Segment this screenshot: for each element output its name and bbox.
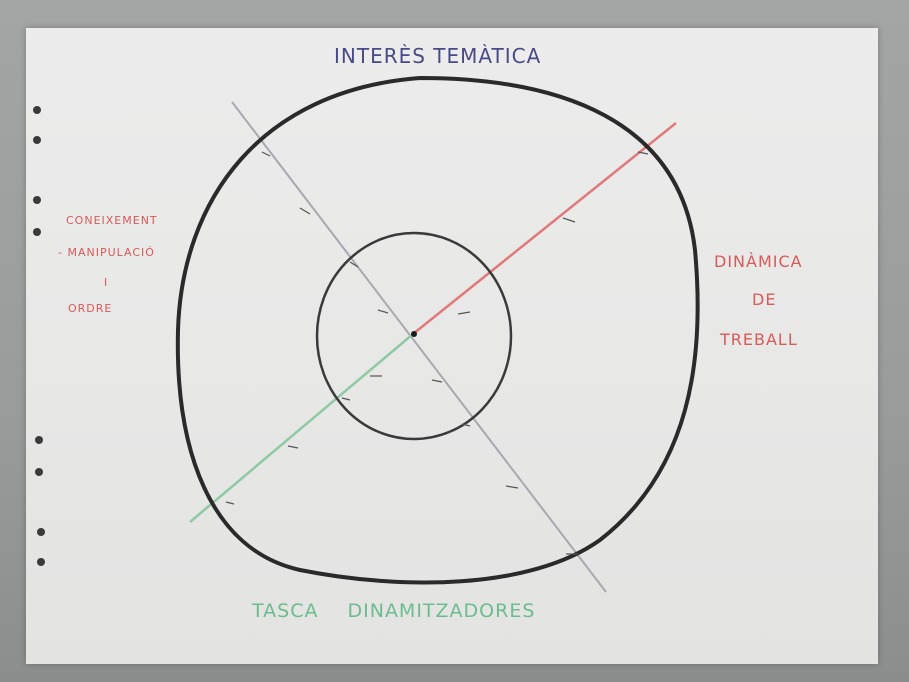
left-label-line2: - MANIPULACIÓ <box>58 246 155 259</box>
outer-circle <box>178 78 698 582</box>
left-label-line1: CONEIXEMENT <box>66 214 158 227</box>
bottom-label: TASCA DINAMITZADORES <box>252 600 535 622</box>
top-label: INTERÈS TEMÀTICA <box>334 44 541 68</box>
right-label-line3: TREBALL <box>720 330 798 349</box>
right-label-line2: DE <box>752 290 776 309</box>
axis-tick-marks <box>226 152 648 554</box>
center-point <box>411 331 417 337</box>
right-label-line1: DINÀMICA <box>714 252 803 271</box>
red-axis-line <box>413 123 676 334</box>
gray-axis-line <box>232 102 606 592</box>
green-axis-line <box>190 334 413 522</box>
left-label-line4: ORDRE <box>68 302 112 315</box>
left-label-line3: I <box>104 276 108 289</box>
